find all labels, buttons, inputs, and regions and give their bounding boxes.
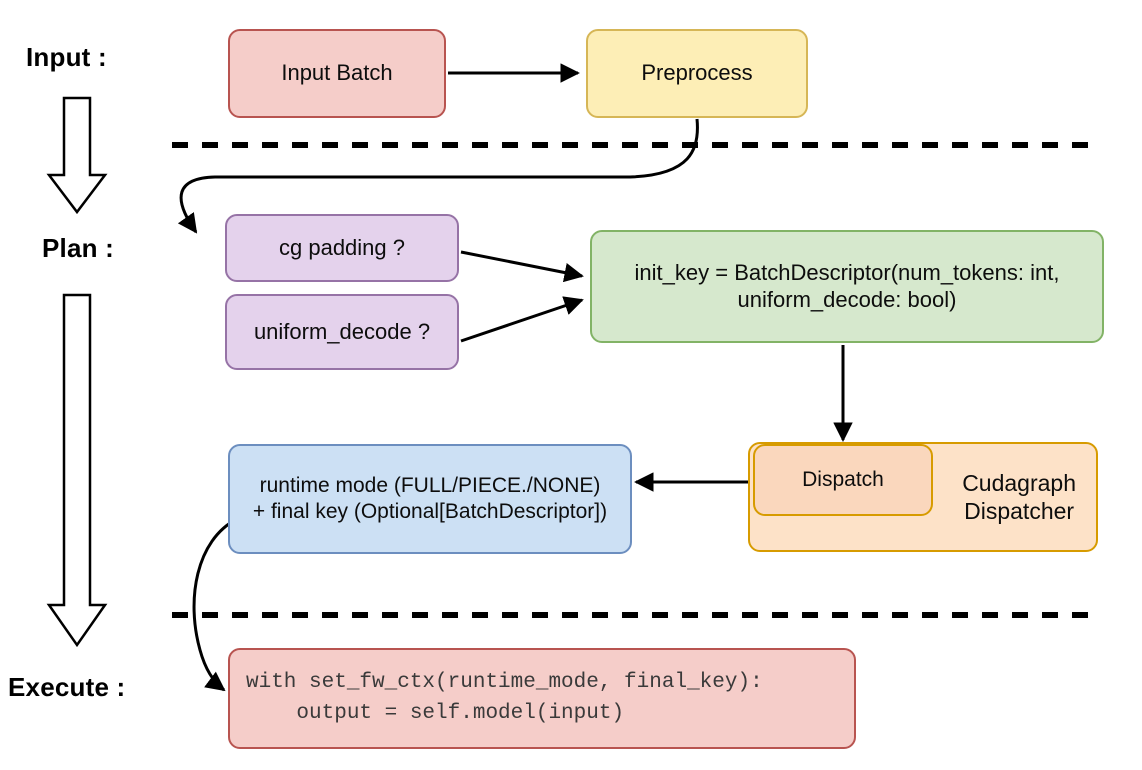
node-exec-code-line2: output = self.model(input): [246, 701, 625, 725]
node-runtime-mode-line2: + final key (Optional[BatchDescriptor]): [252, 500, 608, 523]
node-runtime-mode-line1: runtime mode (FULL/PIECE./NONE): [259, 474, 601, 498]
node-init-key-line2: uniform_decode: bool): [737, 286, 957, 312]
node-cudagraph-dispatcher-line1: Cudagraph: [962, 469, 1076, 496]
edge-uniform-decode-to-init-key: [460, 296, 584, 343]
node-runtime-mode[interactable]: runtime mode (FULL/PIECE./NONE) + final …: [228, 444, 632, 554]
flow-arrow-input-to-plan: [46, 96, 108, 215]
stage-label-execute: Execute :: [8, 672, 126, 702]
node-init-key-line1: init_key = BatchDescriptor(num_tokens: i…: [634, 259, 1060, 285]
node-exec-code[interactable]: with set_fw_ctx(runtime_mode, final_key)…: [228, 648, 856, 749]
node-input-batch[interactable]: Input Batch: [228, 29, 446, 118]
node-cudagraph-dispatcher-line2: Dispatcher: [964, 498, 1075, 524]
node-uniform-decode[interactable]: uniform_decode ?: [225, 294, 459, 370]
node-cg-padding[interactable]: cg padding ?: [225, 214, 459, 282]
node-init-key-text: init_key = BatchDescriptor(num_tokens: i…: [635, 260, 1060, 314]
node-exec-code-text: with set_fw_ctx(runtime_mode, final_key)…: [246, 668, 763, 729]
node-uniform-decode-label: uniform_decode ?: [253, 318, 431, 344]
flow-arrow-plan-to-execute: [46, 293, 108, 648]
node-cg-padding-label: cg padding ?: [279, 234, 405, 260]
node-input-batch-label: Input Batch: [281, 60, 393, 86]
node-preprocess-label: Preprocess: [641, 60, 753, 86]
edge-cg-padding-to-init-key: [460, 250, 584, 283]
node-runtime-mode-text: runtime mode (FULL/PIECE./NONE) + final …: [253, 473, 607, 524]
stage-label-plan: Plan :: [42, 233, 114, 263]
node-exec-code-line1: with set_fw_ctx(runtime_mode, final_key)…: [246, 671, 763, 695]
node-preprocess[interactable]: Preprocess: [586, 29, 808, 118]
node-dispatch[interactable]: Dispatch: [753, 444, 933, 516]
node-init-key[interactable]: init_key = BatchDescriptor(num_tokens: i…: [590, 230, 1104, 343]
stage-label-input: Input :: [26, 42, 107, 72]
node-dispatch-label: Dispatch: [802, 468, 884, 492]
node-cudagraph-dispatcher-text: Cudagraph Dispatcher: [962, 469, 1076, 525]
